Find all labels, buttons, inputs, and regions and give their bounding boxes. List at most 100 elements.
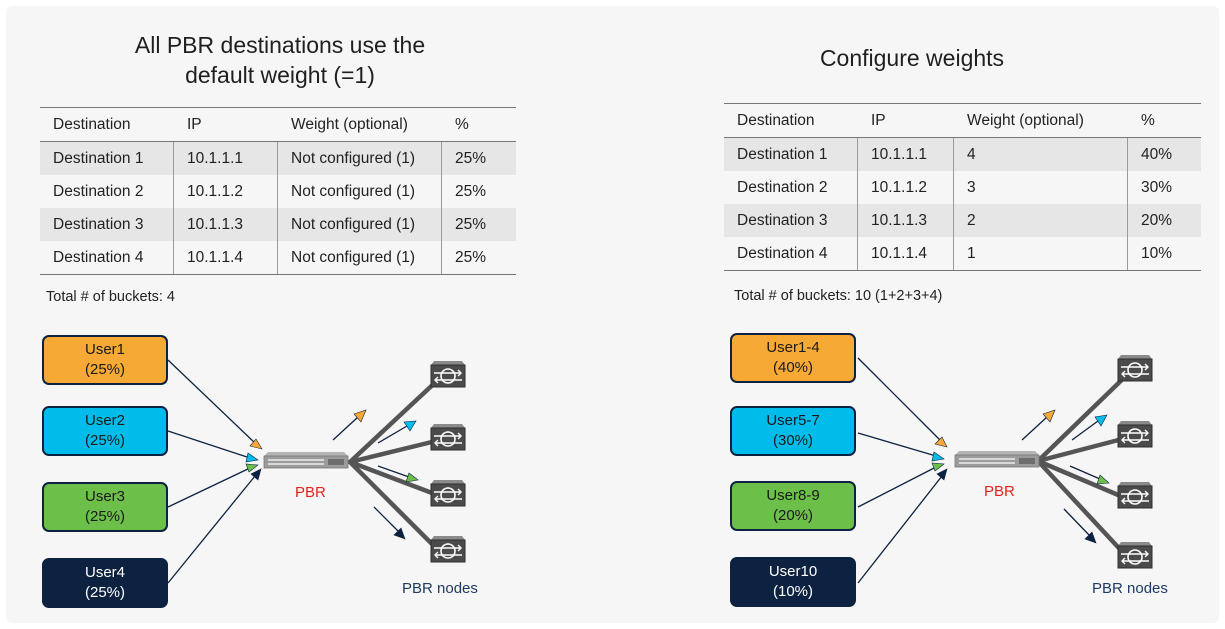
user-name: User1 <box>84 341 125 358</box>
col-percent-header: % <box>1127 103 1201 138</box>
user-name: User1-4 <box>766 339 820 356</box>
service-node-icon <box>1117 481 1153 509</box>
arrowhead-cyan <box>245 452 259 463</box>
cell-percent: 25% <box>441 141 516 175</box>
arrowhead-green <box>245 463 259 473</box>
col-weight-header: Weight (optional) <box>277 107 442 142</box>
cell-ip: 10.1.1.2 <box>173 175 278 208</box>
pbr-label: PBR <box>984 483 1015 500</box>
cell-weight: Not configured (1) <box>277 175 442 208</box>
cell-weight: Not configured (1) <box>277 141 442 175</box>
table-row: Destination 3 10.1.1.3 Not configured (1… <box>40 208 516 241</box>
user-percent: (30%) <box>772 432 813 449</box>
arrowhead-green <box>931 462 945 472</box>
outbound-arrows <box>332 416 410 533</box>
user-group-box: User1-4 (40%) <box>730 333 856 383</box>
panel-configured-weights: Configure weights Destination IP Weight … <box>612 0 1225 629</box>
cell-weight: 4 <box>953 137 1128 171</box>
title-line-1: Configure weights <box>819 45 1005 71</box>
cell-weight: 3 <box>953 171 1128 204</box>
out-arrowhead-green <box>405 472 419 483</box>
cell-ip: 10.1.1.2 <box>857 171 954 204</box>
arrowhead-orange <box>934 436 948 448</box>
switch-icon <box>954 450 1040 468</box>
user-group-box: User8-9 (20%) <box>730 481 856 531</box>
traffic-diagram <box>857 354 1153 584</box>
pbr-nodes-label: PBR nodes <box>402 580 478 597</box>
out-arrowhead-navy <box>1084 531 1097 544</box>
user-name: User10 <box>768 563 818 580</box>
user-percent: (25%) <box>84 508 125 525</box>
cell-destination: Destination 4 <box>40 241 174 275</box>
destination-table: Destination IP Weight (optional) % Desti… <box>40 107 516 275</box>
table-row: Destination 1 10.1.1.1 Not configured (1… <box>40 141 516 175</box>
arrowhead-navy <box>250 468 262 481</box>
table-row: Destination 4 10.1.1.4 Not configured (1… <box>40 241 516 275</box>
col-ip-header: IP <box>173 107 278 142</box>
table-row: Destination 2 10.1.1.2 Not configured (1… <box>40 175 516 208</box>
user-group-box: User4 (25%) <box>42 558 168 608</box>
user-percent: (25%) <box>84 584 125 601</box>
table-row: Destination 1 10.1.1.1 4 40% <box>724 137 1201 171</box>
bucket-count: Total # of buckets: 10 (1+2+3+4) <box>734 288 943 304</box>
col-destination-header: Destination <box>40 107 174 142</box>
bucket-count: Total # of buckets: 4 <box>46 289 175 305</box>
service-node-icon <box>430 479 466 507</box>
arrowhead-navy <box>936 468 948 481</box>
out-arrowhead-navy <box>393 527 406 540</box>
service-node-icon <box>1117 541 1153 569</box>
user-percent: (25%) <box>84 432 125 449</box>
traffic-diagram <box>167 359 466 584</box>
out-arrowhead-cyan <box>1094 414 1108 427</box>
cell-destination: Destination 2 <box>737 178 828 196</box>
cell-percent: 25% <box>441 208 516 241</box>
user-group-box: User3 (25%) <box>42 482 168 532</box>
pbr-nodes-label: PBR nodes <box>1092 580 1168 597</box>
out-arrowhead-orange <box>1042 409 1056 423</box>
service-node-icon <box>430 360 466 388</box>
table-header-row: Destination IP Weight (optional) % <box>40 107 516 142</box>
user-percent: (20%) <box>772 507 813 524</box>
cell-destination: Destination 1 <box>40 141 174 175</box>
pbr-label: PBR <box>295 484 326 501</box>
service-node-icon <box>430 535 466 563</box>
service-node-icon <box>1117 420 1153 448</box>
out-arrowhead-cyan <box>403 420 417 432</box>
node-links <box>347 375 443 555</box>
user-group-box: User10 (10%) <box>730 557 856 607</box>
panel-default-weight: All PBR destinations use the default wei… <box>0 0 612 629</box>
cell-destination: Destination 1 <box>724 137 858 171</box>
cell-percent: 20% <box>1127 204 1201 237</box>
col-destination-header: Destination <box>724 103 858 138</box>
user-name: User3 <box>84 488 125 505</box>
arrowhead-orange <box>249 438 263 450</box>
cell-percent: 40% <box>1127 137 1201 171</box>
node-links <box>1035 369 1133 563</box>
title-line-1: All PBR destinations use the <box>134 32 426 58</box>
cell-destination: Destination 4 <box>724 237 858 271</box>
cell-ip: 10.1.1.3 <box>173 208 278 241</box>
cell-percent: 25% <box>441 175 516 208</box>
panel-title: All PBR destinations use the default wei… <box>60 30 500 90</box>
table-row: Destination 2 10.1.1.2 3 30% <box>724 171 1201 204</box>
user-name: User4 <box>84 564 125 581</box>
title-line-2: default weight (=1) <box>185 62 375 88</box>
user-group-box: User1 (25%) <box>42 335 168 385</box>
arrowhead-cyan <box>931 451 945 462</box>
cell-destination: Destination 2 <box>53 182 144 200</box>
user-percent: (25%) <box>84 361 125 378</box>
cell-weight: 1 <box>953 237 1128 271</box>
cell-percent: 10% <box>1127 237 1201 271</box>
cell-weight: Not configured (1) <box>277 241 442 275</box>
cell-percent: 30% <box>1127 171 1201 204</box>
outbound-arrows <box>1021 416 1101 537</box>
out-arrowhead-orange <box>353 409 367 423</box>
user-name: User5-7 <box>766 412 820 429</box>
user-group-box: User2 (25%) <box>42 406 168 456</box>
table-row: Destination 4 10.1.1.4 1 10% <box>724 237 1201 271</box>
user-percent: (10%) <box>772 583 813 600</box>
cell-percent: 25% <box>441 241 516 275</box>
user-arrows <box>167 359 256 584</box>
user-name: User8-9 <box>766 487 820 504</box>
service-node-icon <box>1117 354 1153 382</box>
